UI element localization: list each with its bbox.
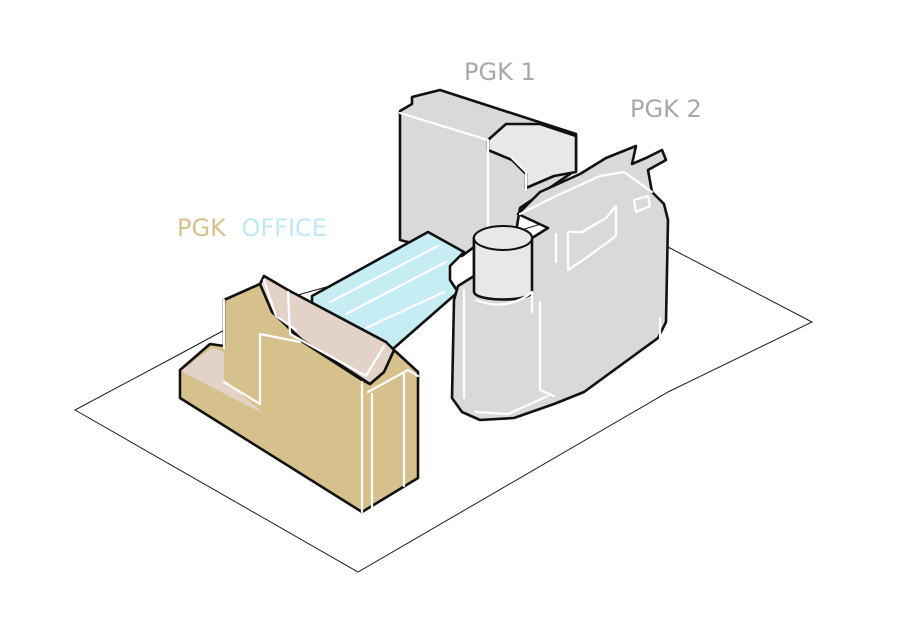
- glass-bridge-stripe-3: [364, 290, 446, 330]
- pgk1-tower: [398, 88, 578, 258]
- office-label-prefix: PGK: [177, 214, 227, 242]
- pgk2-tower-front-edge: [462, 288, 662, 416]
- pgk2-tower-crown-edge: [518, 170, 654, 272]
- office-block-roof: [258, 274, 396, 386]
- pgk1-label: PGK 1: [464, 58, 536, 86]
- glass-bridge-stripe-2: [344, 260, 448, 316]
- office-block-notch: [182, 348, 260, 412]
- office-block: [178, 274, 420, 514]
- pgk1-tower-annex: [486, 122, 578, 190]
- glass-bridge: [310, 230, 466, 352]
- glass-bridge-stripe-1: [328, 244, 440, 304]
- office-label-suffix: OFFICE: [241, 214, 327, 242]
- pgk2-label: PGK 2: [630, 95, 702, 123]
- pgk1-tower-edge: [398, 111, 528, 238]
- office-label: PGK OFFICE: [177, 214, 327, 242]
- office-block-edge: [222, 278, 420, 514]
- pgk2-tower: [450, 144, 670, 422]
- pgk2-tower-cylinder-top: [473, 225, 533, 251]
